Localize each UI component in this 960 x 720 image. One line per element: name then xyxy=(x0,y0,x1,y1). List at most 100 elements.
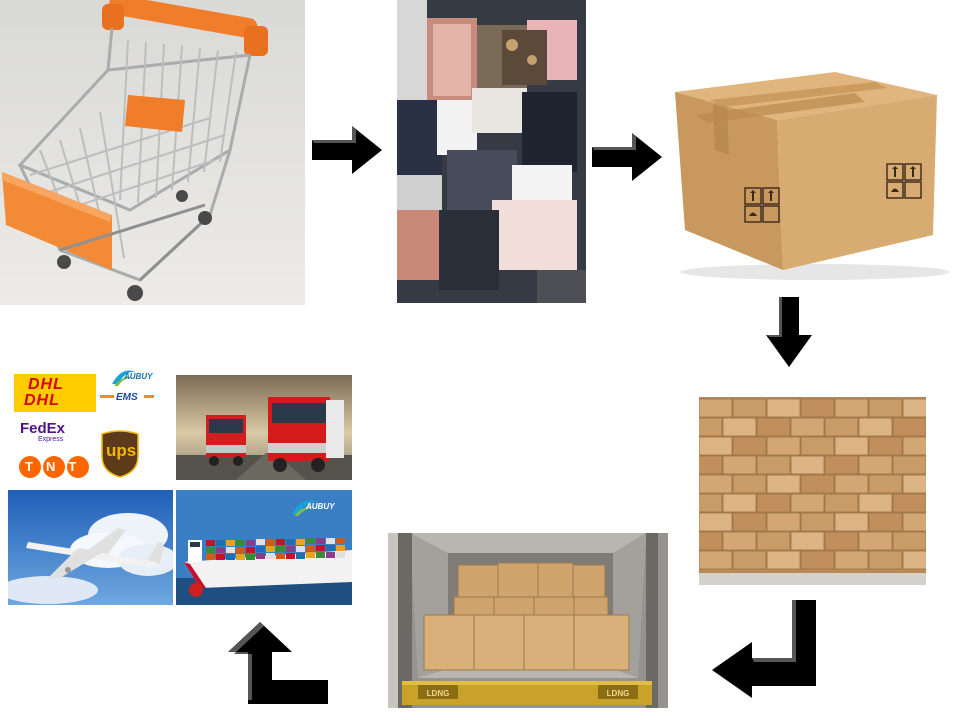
warehouse-box xyxy=(834,550,869,570)
warehouse-box xyxy=(699,531,723,551)
warehouse-box xyxy=(824,493,859,513)
warehouse-box xyxy=(699,417,723,437)
aubuy-ship-text: AUBUY xyxy=(306,502,335,511)
ship-container xyxy=(316,538,325,544)
aubuy-swoosh-icon xyxy=(292,500,318,516)
fedex-logo: FedEx Express xyxy=(20,420,92,450)
warehouse-box xyxy=(790,455,825,475)
warehouse-box xyxy=(858,493,893,513)
warehouse-box xyxy=(756,455,791,475)
ems-stripe xyxy=(100,395,114,398)
ship-container xyxy=(326,552,335,558)
carrier-logos: DHL DHL AUBUY EMS FedEx Express ups xyxy=(8,360,173,485)
warehouse-box xyxy=(902,512,926,532)
warehouse-box xyxy=(868,474,903,494)
ship-container xyxy=(326,545,335,551)
ship-container xyxy=(206,547,215,553)
ship-container xyxy=(286,546,295,552)
ship-container xyxy=(256,539,265,545)
ship-container xyxy=(306,552,315,558)
plate-left: LDNG xyxy=(427,689,450,698)
warehouse-box xyxy=(858,417,893,437)
tnt-badges-icon xyxy=(19,456,89,478)
truck-photo xyxy=(176,375,352,480)
ship-container xyxy=(266,546,275,552)
ups-shield-icon xyxy=(101,430,139,478)
arrow-right-icon xyxy=(312,126,382,174)
flow-arrow-elbow-up xyxy=(228,622,336,708)
aubuy-swoosh-icon xyxy=(112,370,136,386)
ship-container xyxy=(236,540,245,546)
ship-container xyxy=(216,547,225,553)
carton-photo xyxy=(665,60,950,285)
ship-container xyxy=(246,554,255,560)
arrow-elbow-up-icon xyxy=(228,622,328,704)
arrow-elbow-left-icon xyxy=(712,600,816,698)
warehouse-box xyxy=(699,550,733,570)
ship-container xyxy=(226,547,235,553)
warehouse-box xyxy=(858,531,893,551)
fedex-sub-text: Express xyxy=(38,436,64,443)
dhl-logo-text-2: DHL xyxy=(24,392,60,409)
ship-container xyxy=(206,554,215,560)
carton-box-icon xyxy=(675,72,950,280)
arrow-right-icon xyxy=(592,133,662,181)
ship-container xyxy=(216,554,225,560)
warehouse-box xyxy=(756,493,791,513)
warehouse-box xyxy=(892,531,926,551)
ship-container xyxy=(306,538,315,544)
ship-container xyxy=(256,546,265,552)
warehouse-box xyxy=(756,417,791,437)
warehouse-box xyxy=(892,493,926,513)
cargo-ship-icon xyxy=(176,490,352,605)
flow-arrow-right-2 xyxy=(592,133,662,181)
ship-container xyxy=(276,539,285,545)
fedex-text: FedEx xyxy=(20,420,66,437)
warehouse-box xyxy=(766,550,801,570)
ship-container xyxy=(266,539,275,545)
ship-container xyxy=(246,540,255,546)
aubuy-text: AUBUY xyxy=(124,372,153,381)
cart-photo xyxy=(0,0,305,305)
warehouse-box xyxy=(766,436,801,456)
ship-container xyxy=(336,545,345,551)
ship-container xyxy=(226,540,235,546)
warehouse-box xyxy=(699,474,733,494)
warehouse-box xyxy=(732,550,767,570)
arrow-down-icon xyxy=(766,297,812,367)
ship-container xyxy=(276,553,285,559)
container-photo: LDNG LDNG xyxy=(388,533,668,708)
plate-right: LDNG xyxy=(607,689,630,698)
warehouse-box xyxy=(722,493,757,513)
warehouse-box xyxy=(766,474,801,494)
warehouse-box xyxy=(790,493,825,513)
ship-container xyxy=(316,552,325,558)
warehouse-box xyxy=(722,417,757,437)
warehouse-box xyxy=(868,512,903,532)
flow-arrow-elbow-left xyxy=(712,600,824,698)
warehouse-box xyxy=(868,550,903,570)
airplane-photo xyxy=(8,490,173,605)
ship-photo: AUBUY xyxy=(176,490,352,605)
warehouse-box xyxy=(868,398,903,418)
tnt-logo: TNT xyxy=(18,455,90,479)
warehouse-box xyxy=(699,455,723,475)
warehouse-box xyxy=(800,512,835,532)
clothing-photo xyxy=(397,0,586,303)
ship-container xyxy=(336,552,345,558)
ship-container xyxy=(226,554,235,560)
warehouse-box xyxy=(699,493,723,513)
warehouse-box xyxy=(732,474,767,494)
tnt-text: TNT xyxy=(25,459,90,474)
ship-container xyxy=(236,547,245,553)
warehouse-box xyxy=(732,398,767,418)
ship-container xyxy=(236,554,245,560)
warehouse-box xyxy=(790,531,825,551)
warehouse-box xyxy=(834,436,869,456)
warehouse-box xyxy=(732,436,767,456)
ups-text: ups xyxy=(106,441,137,460)
ship-container xyxy=(336,538,345,544)
ship-container xyxy=(326,538,335,544)
warehouse-box xyxy=(722,531,757,551)
warehouse-box xyxy=(722,455,757,475)
